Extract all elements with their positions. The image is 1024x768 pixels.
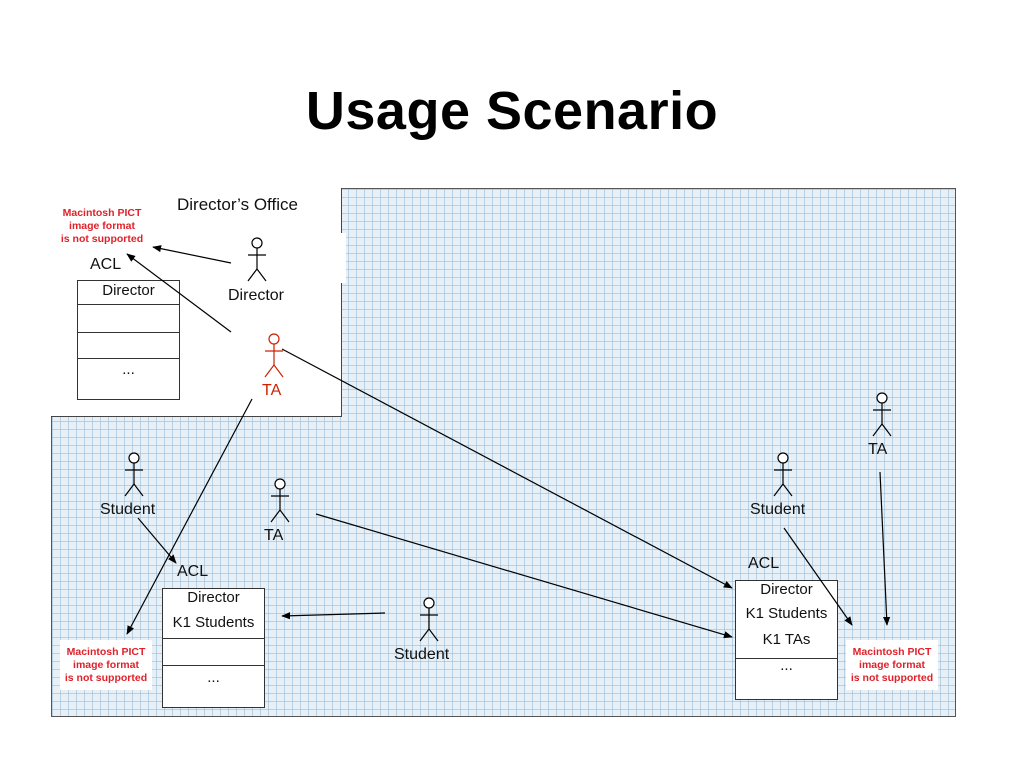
ta-actor-icon-right (872, 392, 892, 437)
actor-label-ta-right: TA (868, 441, 888, 458)
actor-label-student-right: Student (750, 501, 806, 518)
acl-entry-ellipsis: ... (207, 669, 220, 686)
acl-caption-bottom-left: ACL (177, 563, 209, 580)
arrow-student-right-to-pict (783, 527, 853, 626)
actor-label-student-bottom: Student (394, 646, 450, 663)
arrow-student-left-to-acl (137, 517, 177, 564)
acl-caption-office: ACL (90, 256, 122, 273)
acl-entry: K1 Students (172, 614, 255, 631)
student-actor-icon-left (124, 452, 144, 497)
arrow-ta-right-to-pict (879, 471, 891, 626)
acl-table-bottom-left: Director K1 Students ... (162, 588, 265, 708)
arrow-ta-to-bottom-left-pict (126, 398, 253, 635)
actor-label-student-left: Student (100, 501, 156, 518)
actor-label-ta-office: TA (262, 382, 282, 399)
student-actor-icon-bottom (419, 597, 439, 642)
acl-table-bottom-right: Director K1 Students K1 TAs ... (735, 580, 838, 700)
slide-title: Usage Scenario (305, 81, 719, 141)
acl-entry: Director (760, 581, 813, 598)
acl-caption-bottom-right: ACL (748, 555, 780, 572)
ta-actor-icon-middle (270, 478, 290, 523)
acl-entry: K1 Students (745, 605, 828, 622)
arrow-ta-middle-to-bottom-right-acl (315, 513, 733, 639)
ta-actor-icon-office (264, 333, 284, 378)
office-door-gap (336, 233, 346, 283)
office-title: Director’s Office (177, 195, 298, 214)
director-actor-icon (247, 237, 267, 282)
acl-table-office: Director ... (77, 280, 180, 400)
actor-label-director: Director (228, 287, 285, 304)
acl-entry-ellipsis: ... (122, 361, 135, 378)
acl-entry: K1 TAs (762, 631, 811, 648)
acl-entry: Director (187, 589, 240, 606)
arrow-ta-to-bottom-right-acl (281, 348, 733, 589)
actor-label-ta-middle: TA (264, 527, 284, 544)
student-actor-icon-right (773, 452, 793, 497)
arrow-student-bottom-to-acl (281, 612, 386, 620)
acl-entry-ellipsis: ... (780, 657, 793, 674)
acl-entry: Director (102, 282, 155, 299)
arrow-ta-to-office-acl (126, 253, 232, 333)
arrow-director-to-pict (152, 245, 232, 264)
